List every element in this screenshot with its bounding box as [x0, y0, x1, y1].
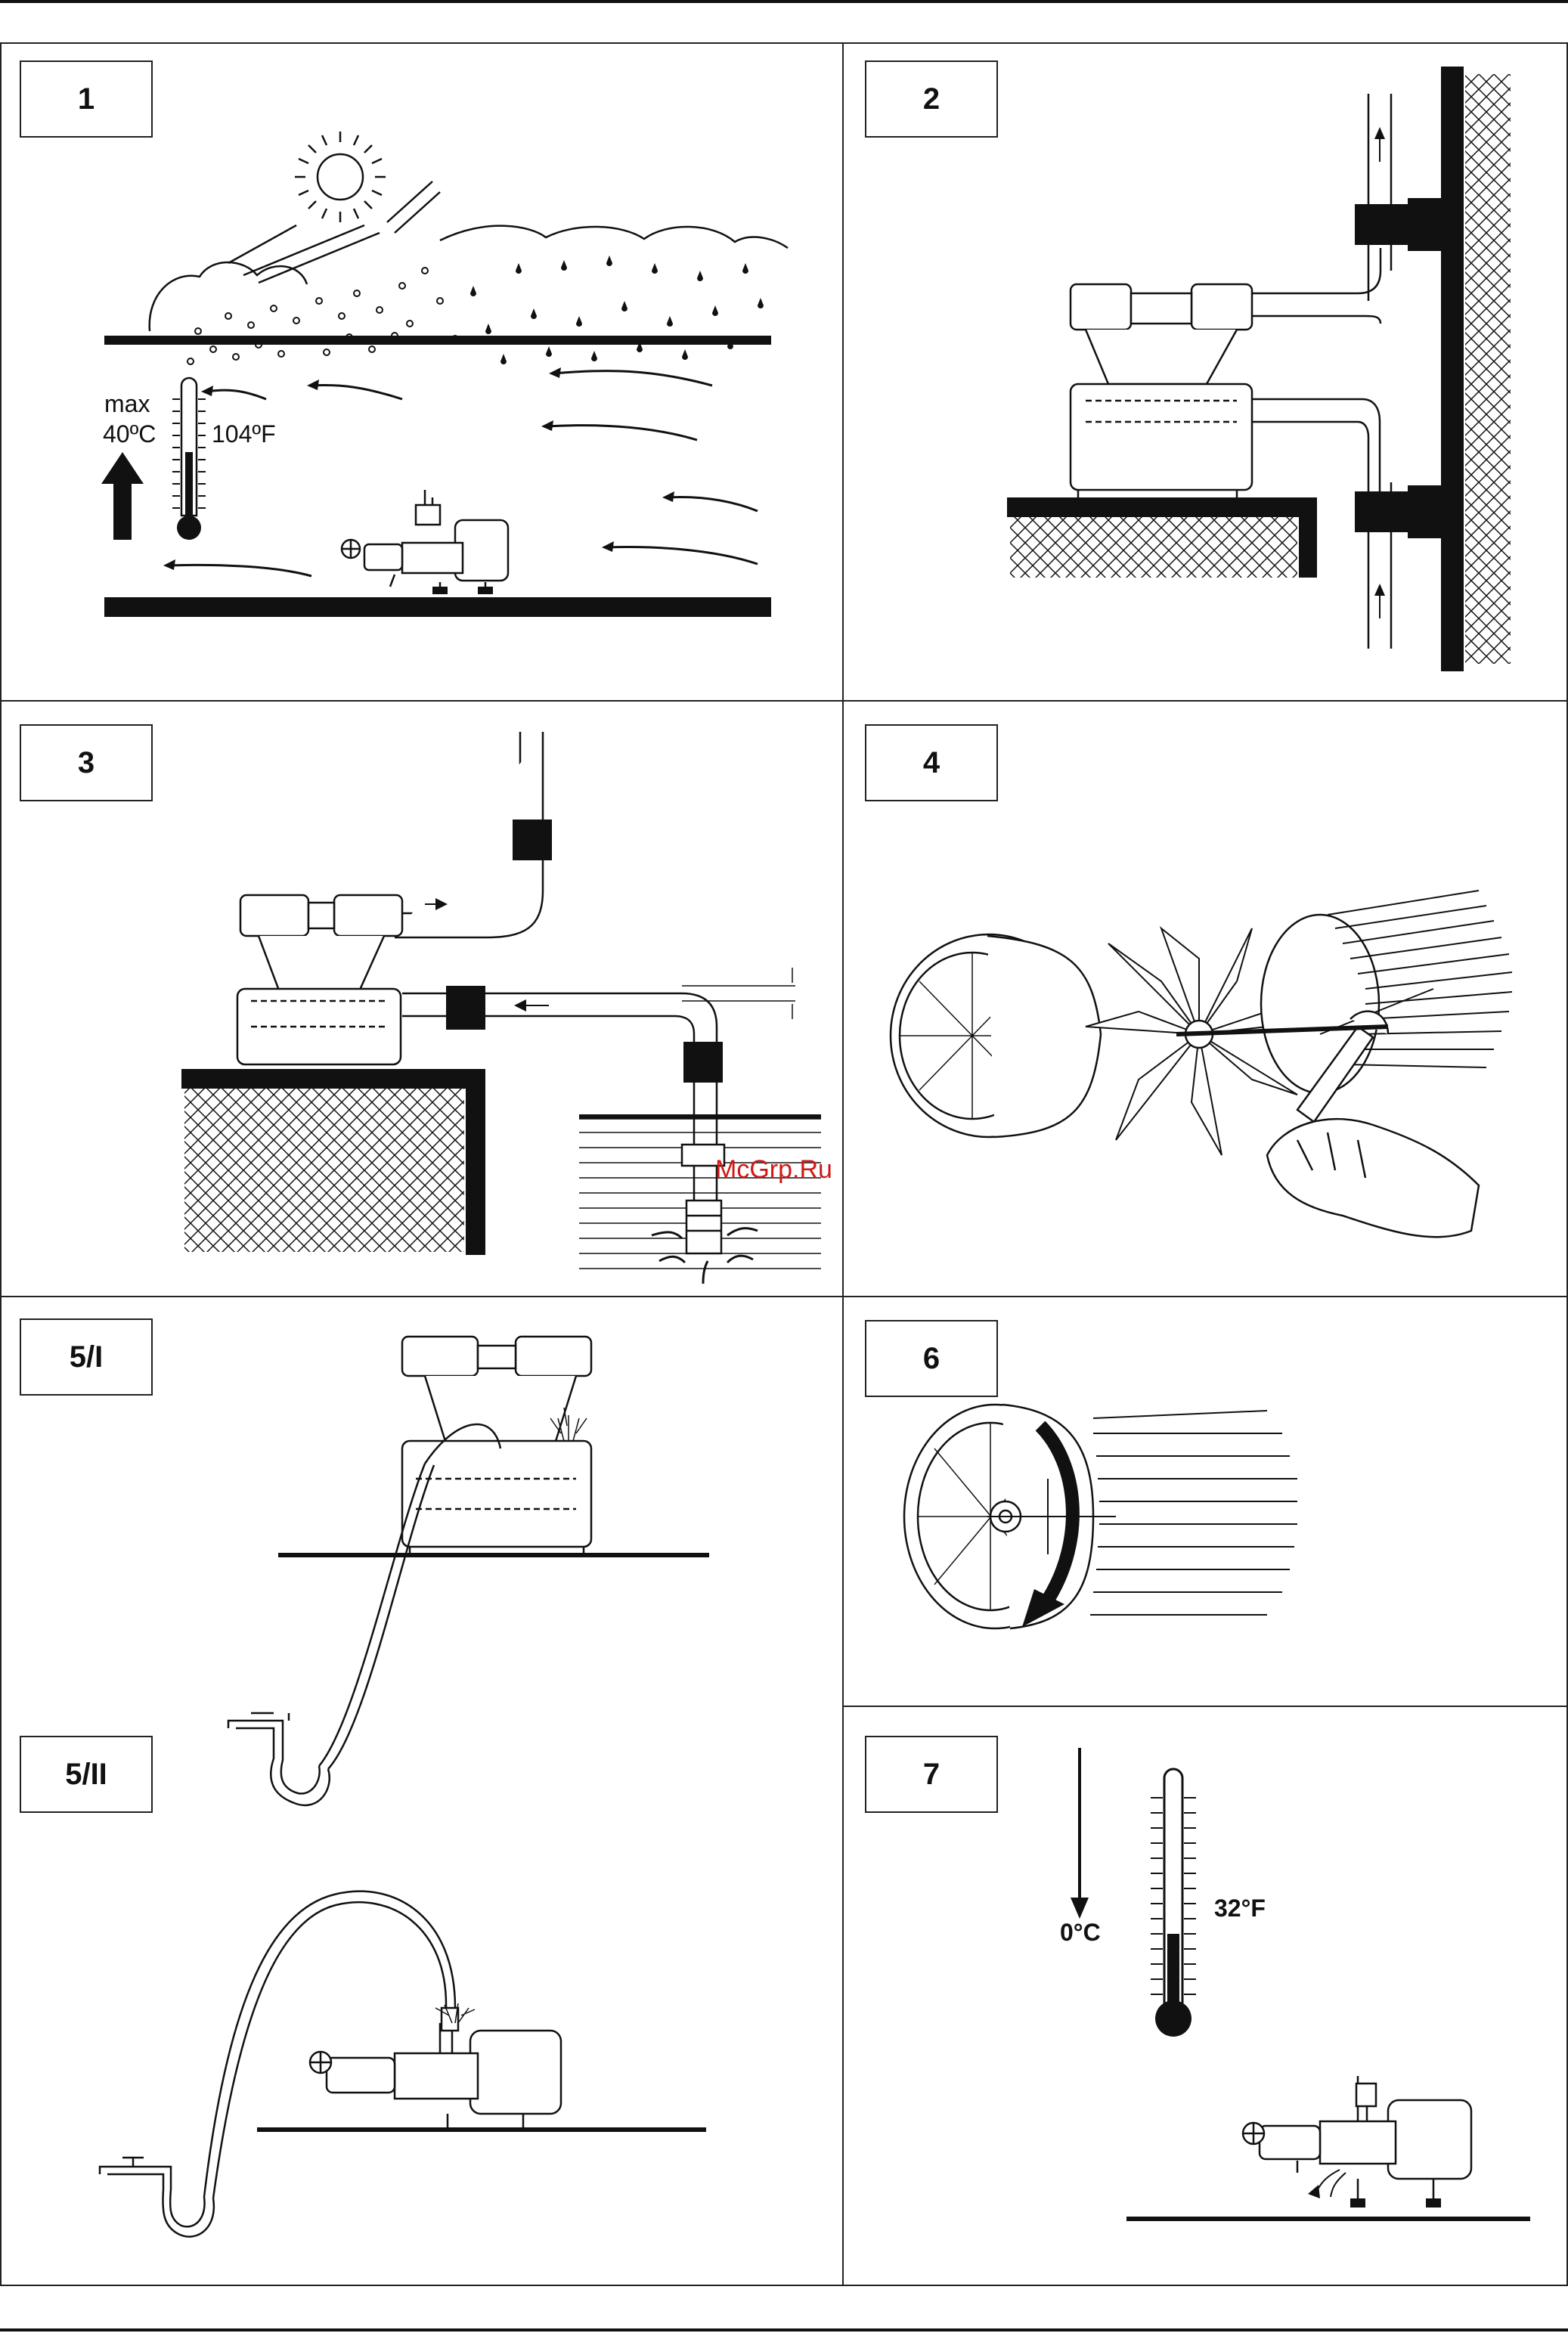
panel-7-label: 7 — [865, 1736, 998, 1813]
watermark: McGrp.Ru — [715, 1155, 832, 1185]
pump-climate-illustration — [2, 44, 844, 702]
temp-fahrenheit-label: 32°F — [1214, 1896, 1266, 1920]
panel-2: 2 — [842, 42, 1568, 702]
panel-2-label: 2 — [865, 60, 998, 138]
top-rule — [0, 0, 1568, 3]
bottom-rule — [0, 2328, 1568, 2331]
panel-3: 3 McGrp.Ru — [0, 700, 844, 1297]
panel-4-label: 4 — [865, 724, 998, 801]
panel-5-1-label: 5/I — [20, 1318, 153, 1396]
panel-6-label: 6 — [865, 1320, 998, 1397]
panel-1-label: 1 — [20, 60, 153, 138]
panel-4: 4 — [842, 700, 1568, 1297]
temp-celsius-label: 0°C — [1060, 1920, 1101, 1944]
temp-celsius-label: 40ºC — [103, 422, 156, 446]
panel-3-label: 3 — [20, 724, 153, 801]
pump-wall-piping-illustration — [844, 44, 1568, 702]
panel-5-2-label: 5/II — [20, 1736, 153, 1813]
temp-max-label: max — [104, 392, 150, 416]
panel-7: 7 0°C 32°F — [842, 1706, 1568, 2286]
panel-5: 5/I 5/II — [0, 1296, 844, 2286]
temp-fahrenheit-label: 104ºF — [212, 422, 276, 446]
panel-1: 1 max 40ºC 104ºF — [0, 42, 844, 702]
panel-6: 6 — [842, 1296, 1568, 1707]
